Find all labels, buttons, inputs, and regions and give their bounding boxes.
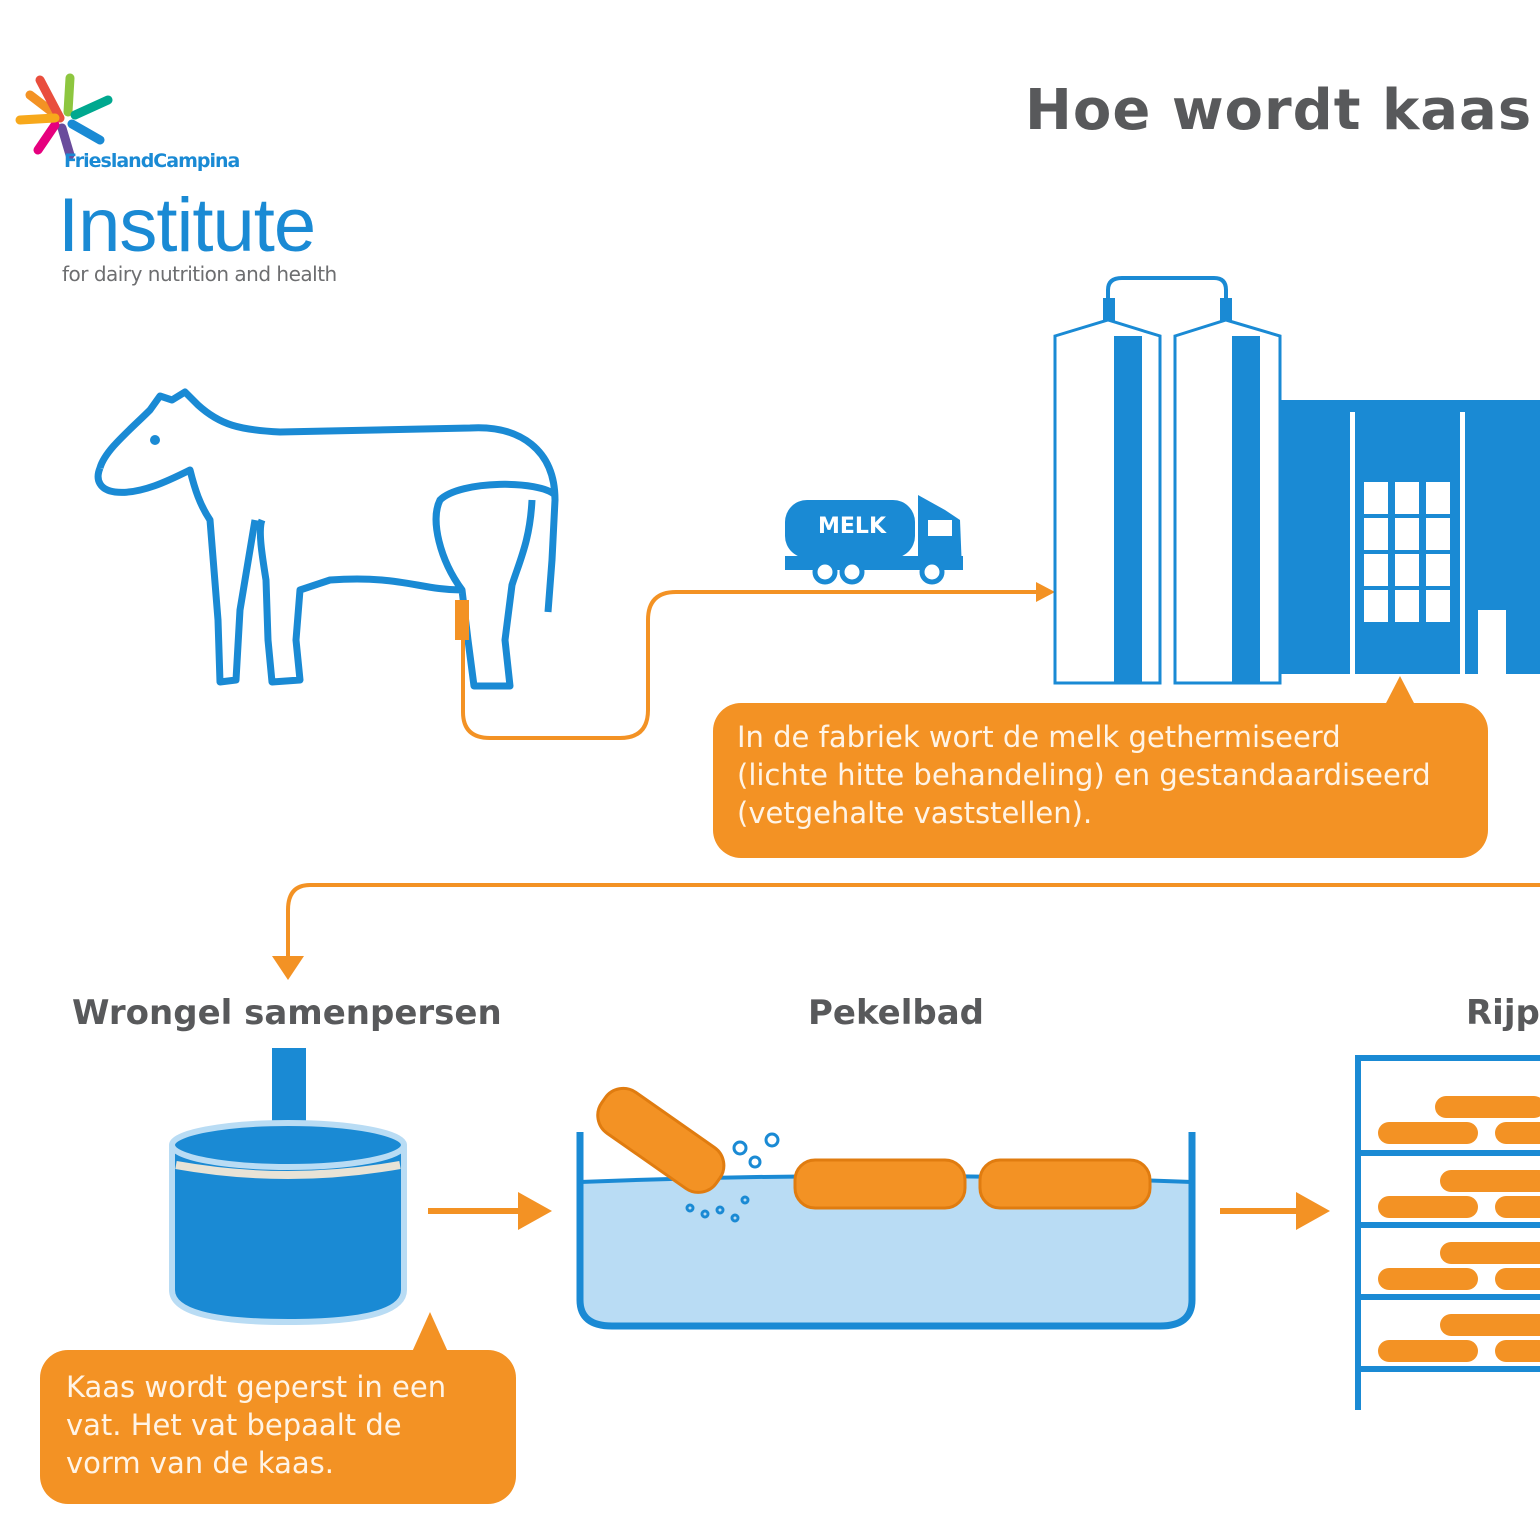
- arrow-right-icon: [1220, 1192, 1330, 1230]
- press-note: Kaas wordt geperst in een vat. Het vat b…: [66, 1370, 447, 1480]
- arrow-to-factory: [1036, 582, 1055, 602]
- logo-brand: FrieslandCampina: [64, 150, 240, 172]
- logo-name: Institute: [58, 183, 316, 268]
- step-label-brine: Pekelbad: [808, 993, 985, 1033]
- press-note-bubble: [40, 1312, 516, 1504]
- step-label-press: Wrongel samenpersen: [72, 993, 502, 1033]
- cow-illustration: [94, 388, 559, 690]
- logo-star-icon: [15, 73, 113, 160]
- arrow-right-icon: [428, 1192, 552, 1230]
- ripening-shelf-illustration: [1355, 1055, 1540, 1410]
- page-title: Hoe wordt kaas g: [1025, 78, 1540, 143]
- milk-flow-line: [461, 590, 1040, 740]
- process-flow-line: [286, 883, 1540, 960]
- cheese-press-illustration: [169, 1048, 407, 1326]
- truck-label: MELK: [818, 514, 886, 539]
- step-label-ripen: Rijp: [1466, 993, 1540, 1033]
- milk-truck-icon: [785, 495, 963, 585]
- logo-tagline: for dairy nutrition and health: [62, 262, 337, 286]
- brine-bath-illustration: [576, 1086, 1196, 1330]
- factory-illustration: [1053, 276, 1540, 685]
- arrow-down: [272, 956, 304, 980]
- factory-note: In de fabriek wort de melk gethermiseerd…: [737, 720, 1431, 830]
- factory-note-bubble: [713, 676, 1488, 858]
- cow-eye: [150, 435, 160, 445]
- milking-cup: [455, 600, 469, 640]
